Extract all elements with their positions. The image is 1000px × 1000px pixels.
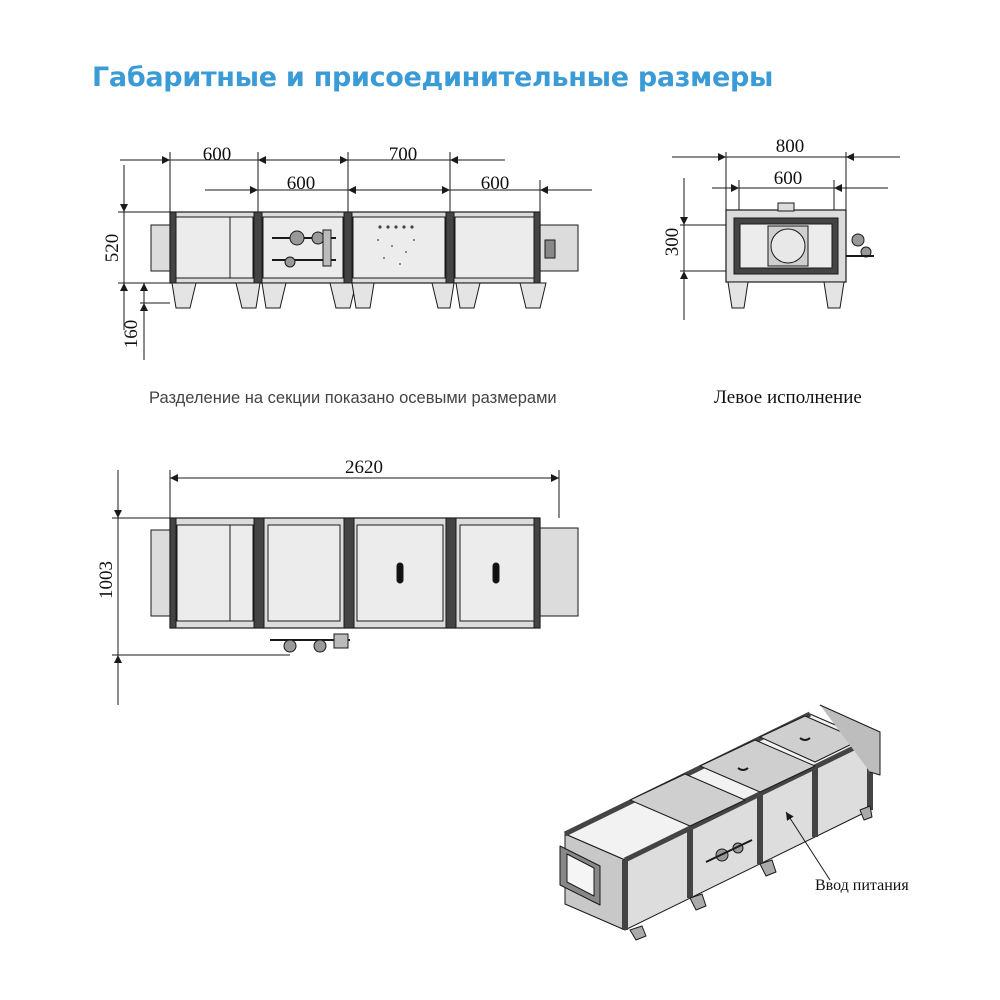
dim-front-axis-2: 600 xyxy=(481,173,510,194)
sections-note: Разделение на секции показано осевыми ра… xyxy=(149,389,557,407)
front-view xyxy=(118,152,592,360)
isometric-view xyxy=(559,704,881,941)
dim-side-width: 800 xyxy=(776,136,805,157)
dim-front-top-1: 600 xyxy=(203,144,232,165)
dim-side-inner: 600 xyxy=(774,168,803,189)
dim-plan-length: 2620 xyxy=(345,457,383,478)
dim-side-height: 300 xyxy=(662,228,683,257)
dim-front-height: 520 xyxy=(102,234,123,263)
dim-plan-width: 1003 xyxy=(96,561,117,599)
dim-front-axis-1: 600 xyxy=(287,173,316,194)
power-inlet-label: Ввод питания xyxy=(815,877,909,894)
dim-front-top-2: 700 xyxy=(389,144,418,165)
plan-view xyxy=(112,470,579,705)
left-version-label: Левое исполнение xyxy=(714,387,862,408)
side-view xyxy=(672,152,900,320)
dim-front-feet: 160 xyxy=(121,320,142,349)
page-title: Габаритные и присоединительные размеры xyxy=(92,62,774,93)
